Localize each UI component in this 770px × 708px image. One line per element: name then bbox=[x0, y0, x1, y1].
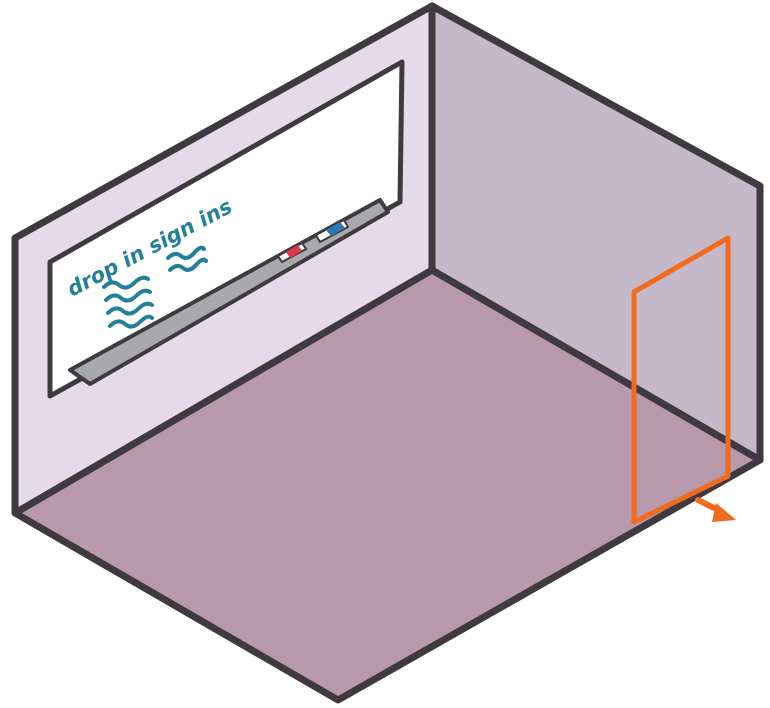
whiteboard: drop in sign ins bbox=[47, 59, 405, 399]
door-outline-icon bbox=[631, 235, 731, 525]
marker-icon bbox=[276, 241, 308, 264]
right-back-wall bbox=[428, 2, 764, 464]
wavy-lines-icon bbox=[166, 245, 208, 272]
arrow-right-icon bbox=[695, 497, 736, 522]
marker-icon bbox=[314, 218, 350, 244]
marker-tray bbox=[68, 198, 390, 386]
wavy-lines-icon bbox=[102, 275, 154, 329]
whiteboard-surface bbox=[47, 59, 405, 399]
